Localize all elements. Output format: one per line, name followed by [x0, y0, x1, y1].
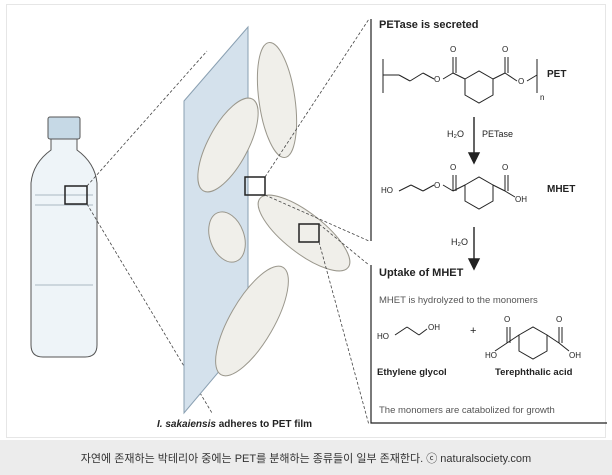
- bottle-cap: [47, 116, 81, 140]
- film-zoom-box-2: [298, 223, 320, 243]
- bacterium: [257, 194, 351, 272]
- panel-title-secreted: PETase is secreted: [379, 19, 479, 31]
- bacterium: [215, 265, 289, 377]
- atom-o: O: [502, 163, 509, 172]
- bottle-body: [30, 138, 98, 358]
- panel-zoom-lines: [264, 18, 370, 426]
- terephthalic-acid-structure: [494, 326, 570, 360]
- atom-o: O: [556, 315, 563, 324]
- atom-oh: OH: [569, 351, 581, 360]
- hydrolyzed-text: MHET is hydrolyzed to the monomers: [379, 295, 538, 306]
- atom-oh: OH: [515, 195, 527, 204]
- atom-o: O: [450, 45, 457, 54]
- atom-ho: HO: [381, 186, 393, 195]
- atom-o: O: [518, 77, 525, 86]
- image-caption: 자연에 존재하는 박테리아 중에는 PET를 분해하는 종류들이 일부 존재한다…: [80, 453, 532, 465]
- plastic-bottle: [30, 116, 98, 358]
- bacterium: [256, 42, 298, 158]
- label-pet: PET: [547, 69, 567, 80]
- pet-degradation-figure: PETase is secreted PET n O O O O H₂O PET…: [6, 4, 607, 438]
- film-caption-species: I. sakaiensis: [157, 419, 216, 430]
- film-caption-rest: adheres to PET film: [215, 419, 313, 430]
- figure-drawing: [30, 18, 607, 426]
- step1-enzyme: PETase: [482, 129, 514, 139]
- atom-ho: HO: [377, 332, 389, 341]
- atom-o: O: [504, 315, 511, 324]
- atom-o: O: [502, 45, 509, 54]
- atom-ho: HO: [485, 351, 497, 360]
- mhet-structure: [398, 175, 516, 210]
- bacterium: [197, 97, 259, 193]
- bacterium: [208, 211, 246, 263]
- step1-water: H₂O: [447, 129, 464, 139]
- atom-oh: OH: [428, 323, 440, 332]
- caption-bar: 자연에 존재하는 박테리아 중에는 PET를 분해하는 종류들이 일부 존재한다…: [0, 440, 612, 475]
- label-mhet: MHET: [547, 184, 576, 195]
- atom-o: O: [434, 181, 441, 190]
- plus-sign: +: [470, 325, 477, 337]
- panel-title-uptake: Uptake of MHET: [379, 267, 464, 279]
- catabolized-text: The monomers are catabolized for growth: [379, 405, 555, 416]
- arrow-down-1: [467, 117, 481, 165]
- pet-structure: [382, 57, 538, 104]
- bacteria-group: [197, 42, 351, 377]
- ethylene-glycol-label: Ethylene glycol: [377, 367, 447, 378]
- bottle-zoom-box: [64, 185, 88, 205]
- film-caption: I. sakaiensis adheres to PET film: [157, 419, 312, 430]
- panel-divider-bottom: [370, 265, 607, 424]
- label-repeat-n: n: [540, 93, 545, 102]
- film-zoom-box-1: [244, 176, 266, 196]
- terephthalic-acid-label: Terephthalic acid: [495, 367, 573, 378]
- arrow-down-2: [467, 227, 481, 271]
- atom-o: O: [450, 163, 457, 172]
- step2-water: H₂O: [451, 237, 468, 247]
- ethylene-glycol-structure: [394, 326, 428, 336]
- atom-o: O: [434, 75, 441, 84]
